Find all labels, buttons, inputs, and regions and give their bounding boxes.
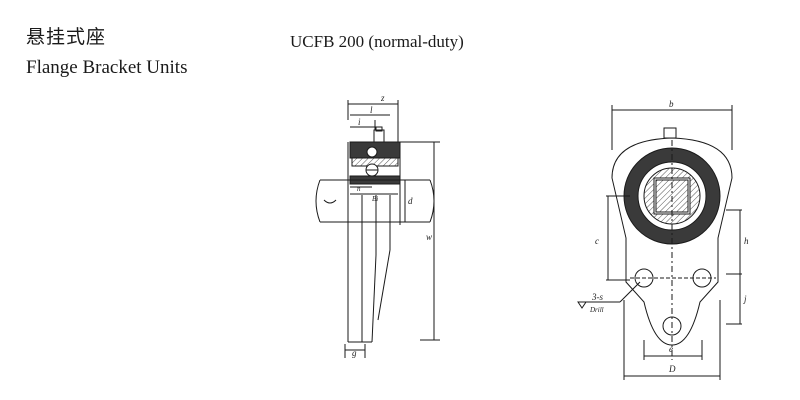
front-view	[577, 105, 742, 380]
label-d: d	[408, 196, 413, 206]
label-e: e	[669, 344, 673, 354]
label-c: c	[595, 236, 599, 246]
label-i: i	[358, 117, 361, 127]
label-z: z	[380, 93, 385, 103]
title-english: Flange Bracket Units	[26, 57, 188, 78]
title-chinese: 悬挂式座	[26, 26, 107, 48]
label-bi: Bi	[372, 195, 378, 203]
label-l: l	[370, 105, 373, 115]
side-view	[315, 100, 440, 358]
label-D: D	[668, 364, 676, 374]
model-heading: UCFB 200 (normal-duty)	[290, 32, 464, 51]
label-drill: Drill	[589, 306, 604, 314]
label-j: j	[743, 294, 747, 304]
label-n: n	[357, 185, 361, 193]
label-drill-size: 3-s	[591, 292, 603, 302]
label-w: w	[426, 232, 432, 242]
label-h: h	[744, 236, 749, 246]
label-g: g	[352, 348, 357, 358]
label-b: b	[669, 99, 674, 109]
